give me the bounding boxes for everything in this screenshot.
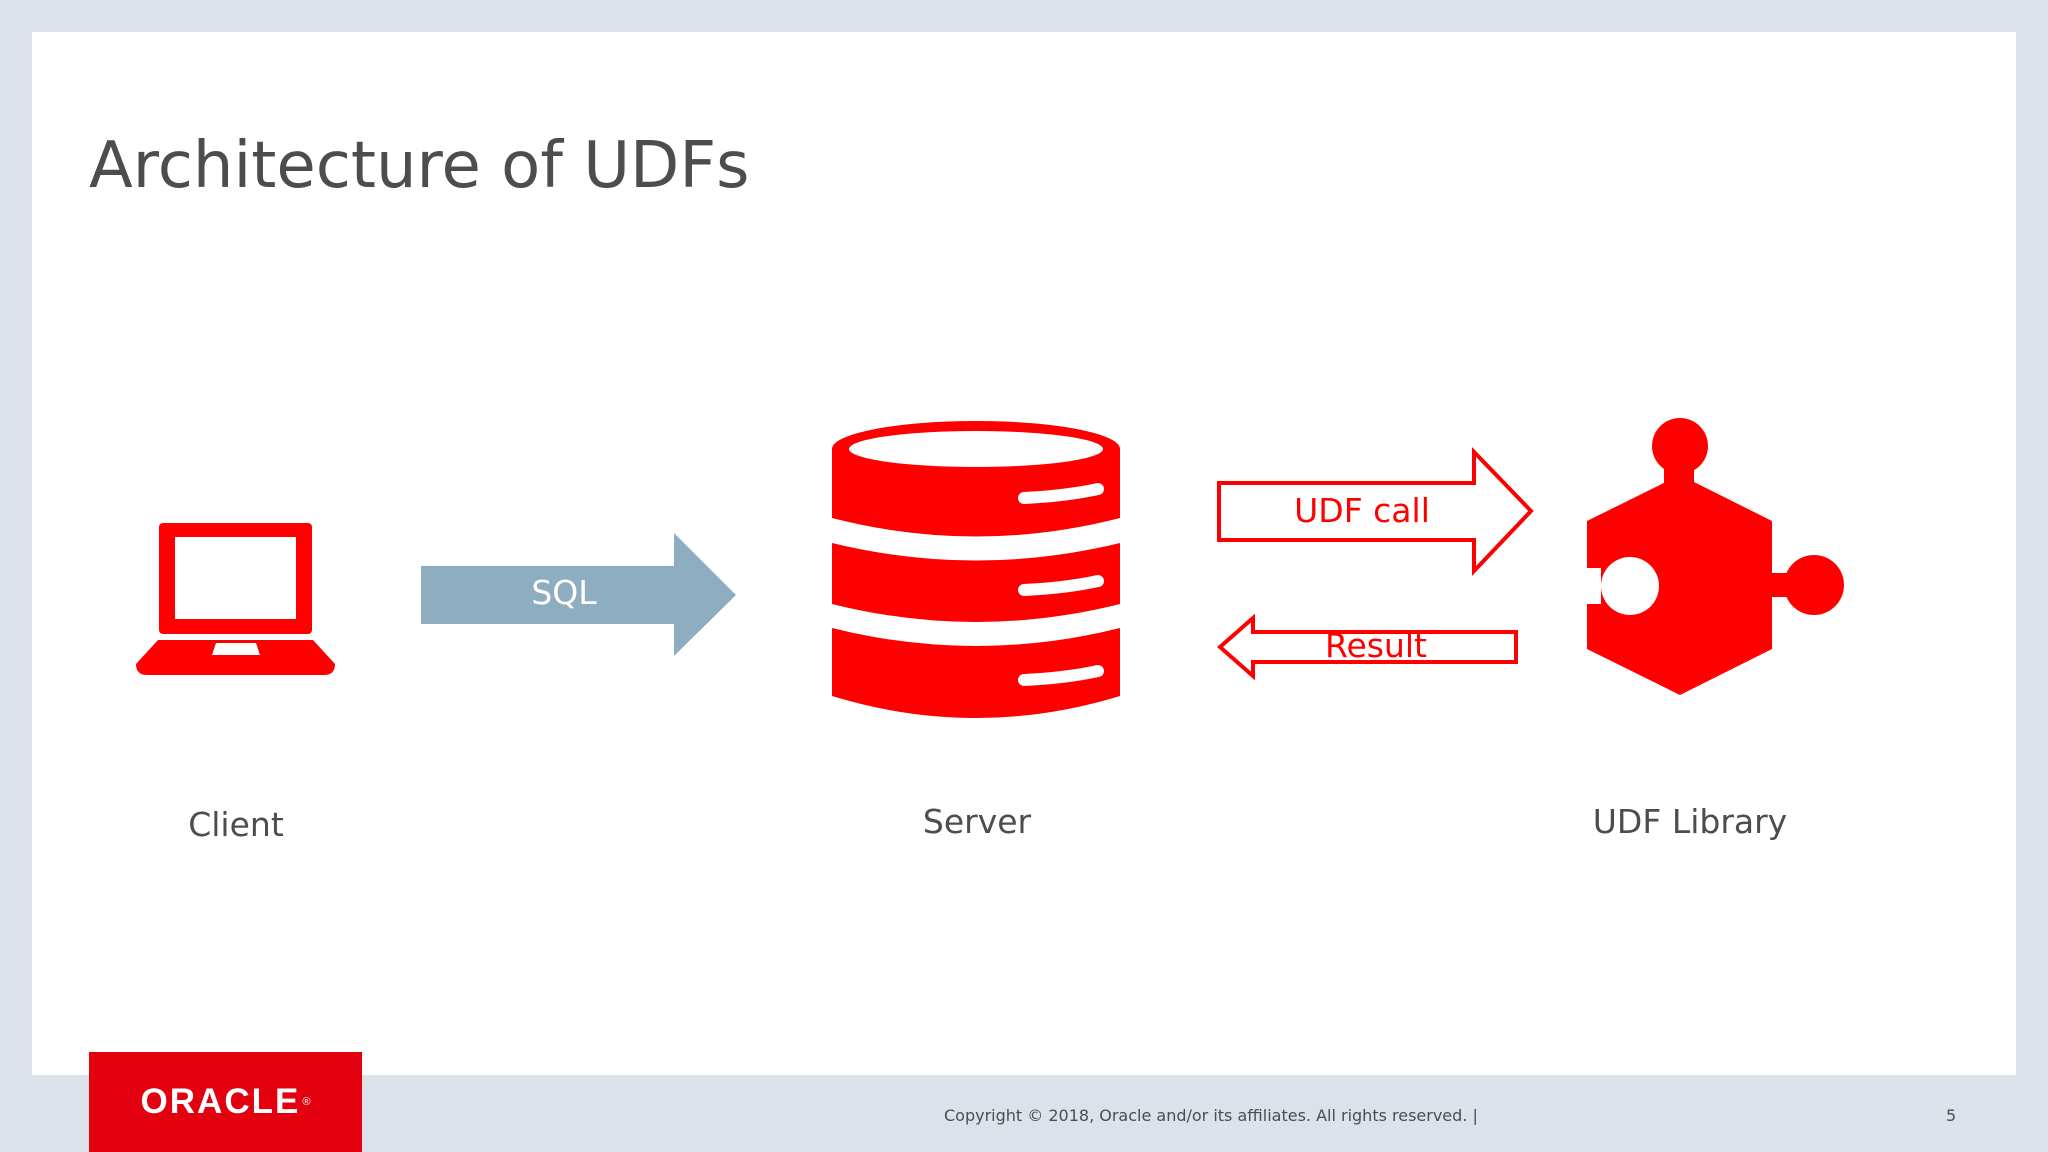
database-icon — [832, 421, 1120, 718]
page-number: 5 — [1946, 1106, 1957, 1125]
udf-call-arrow — [1217, 447, 1534, 577]
udf-call-arrow-label: UDF call — [1294, 491, 1430, 530]
laptop-icon — [136, 523, 335, 675]
server-label: Server — [922, 802, 1032, 841]
client-label: Client — [188, 805, 284, 844]
result-arrow-label: Result — [1325, 626, 1427, 665]
sql-arrow — [421, 533, 736, 656]
copyright-notice: Copyright © 2018, Oracle and/or its affi… — [944, 1106, 1478, 1125]
oracle-logo: ORACLE® — [89, 1052, 362, 1152]
sql-arrow-label: SQL — [531, 573, 597, 612]
oracle-logo-text: ORACLE — [140, 1082, 301, 1121]
puzzle-piece-icon — [1587, 418, 1844, 695]
slide-title: Architecture of UDFs — [89, 129, 750, 203]
result-arrow — [1216, 613, 1518, 681]
udf-library-label: UDF Library — [1592, 802, 1788, 841]
registered-mark: ® — [302, 1096, 311, 1108]
